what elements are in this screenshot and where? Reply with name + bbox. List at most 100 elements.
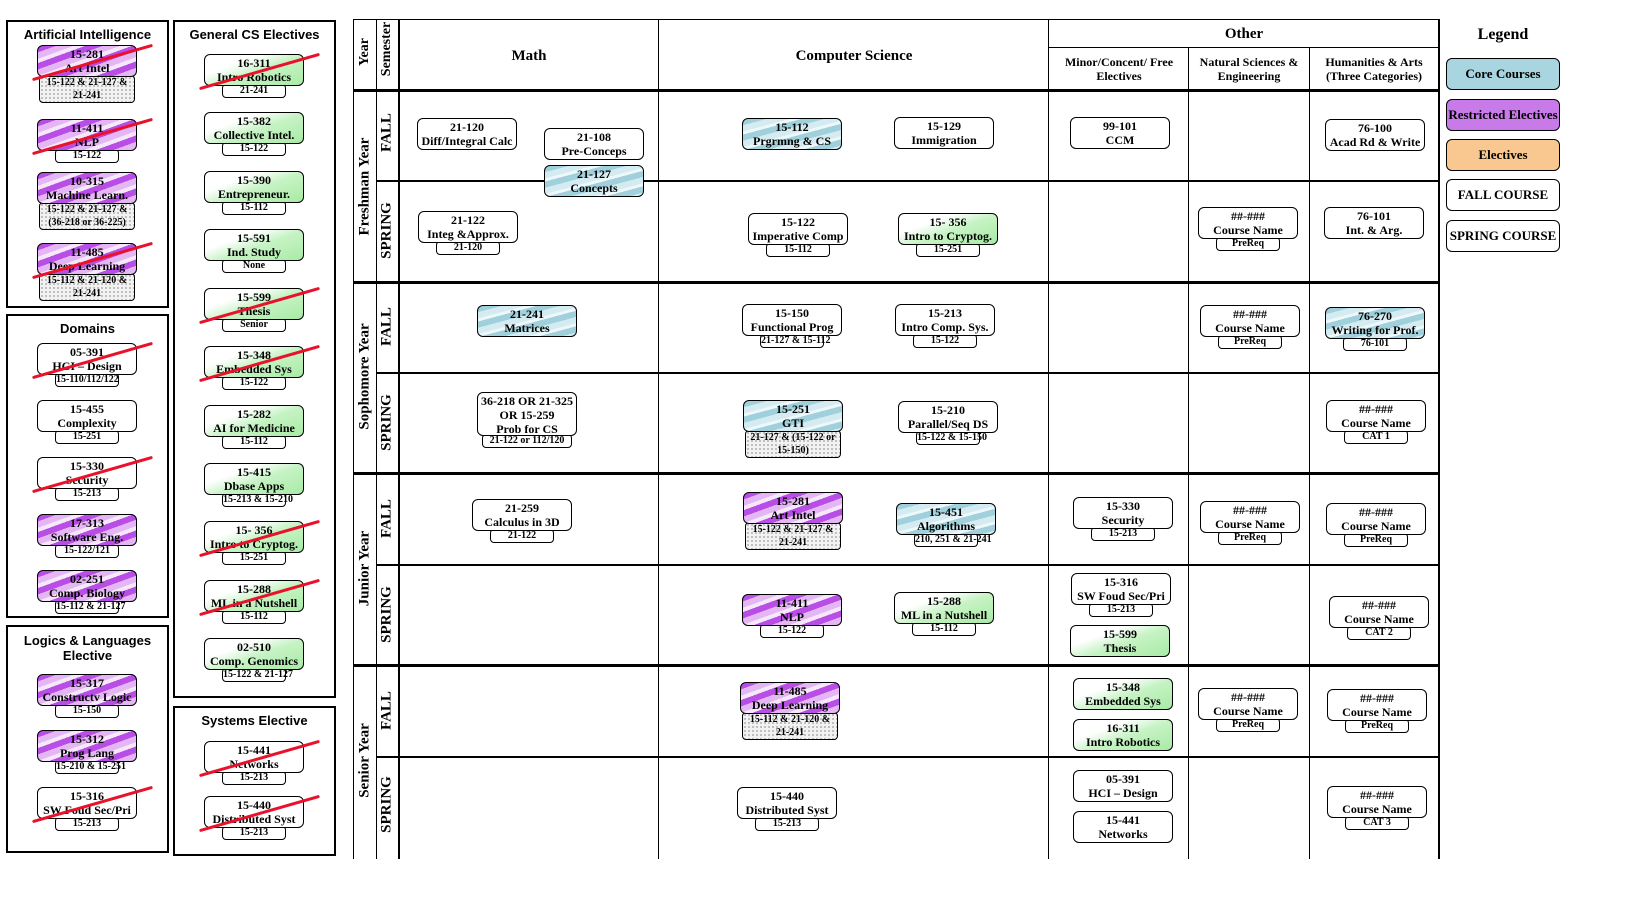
course-name: Deep Learning [751,698,829,712]
course-prereq: 15-112 & 21-127 [55,600,126,614]
course-card-[interactable]: ##-###Course Name [1326,400,1426,432]
course-prereq: PreReq [1216,718,1280,732]
course-name: CCM [1105,133,1135,147]
course-card-[interactable]: ##-###Course Name [1327,689,1427,721]
course-prereq: PreReq [1216,237,1280,251]
course-name: Course Name [1213,223,1283,237]
course-card-[interactable]: ##-###Course Name [1200,501,1300,533]
course-name: Entrepreneur. [217,187,291,201]
course-prereq: 15-213 [222,826,286,840]
course-card-[interactable]: ##-###Course Name [1326,503,1426,535]
grid-line [353,89,1439,92]
course-name: GTI [781,416,804,430]
course-prereq: CAT 2 [1347,626,1411,640]
course-prereq: 15-110/112/122 [55,373,119,387]
course-name: ML in a Nutshell [900,608,988,622]
course-number: 76-270 [1358,309,1392,323]
course-card-[interactable]: ##-###Course Name [1198,688,1298,720]
course-number: 15-382 [237,114,271,128]
course-card-[interactable]: ##-###Course Name [1327,786,1427,818]
course-prereq: 15-122 & 15-150 [916,431,987,445]
course-card-[interactable]: ##-###Course Name [1200,305,1300,337]
course-prereq: PreReq [1345,719,1409,733]
grid-line [376,19,377,859]
course-prereq: CAT 3 [1345,816,1409,830]
course-card-[interactable]: ##-###Course Name [1198,207,1298,239]
course-prereq: 15-112 & 21-120 & 21-241 [742,712,838,740]
course-name: Course Name [1215,321,1285,335]
natsci-header: Natural Sciences & Engineering [1199,55,1299,83]
course-name: Course Name [1215,517,1285,531]
course-name: Course Name [1344,612,1414,626]
course-name: Diff/Integral Calc [421,134,513,148]
ai-panel-title: Artificial Intelligence [23,27,152,42]
course-name: Course Name [1341,416,1411,430]
course-card-[interactable]: ##-###Course Name [1329,596,1429,628]
freshman-label: Freshman Year [356,137,373,236]
course-name: Algorithms [917,519,975,533]
course-number: 11-411 [70,121,104,135]
course-number: 15-451 [929,505,963,519]
course-number: 15-330 [70,459,104,473]
course-number: 15-330 [1106,499,1140,513]
course-name: Writing for Prof. [1331,323,1419,337]
